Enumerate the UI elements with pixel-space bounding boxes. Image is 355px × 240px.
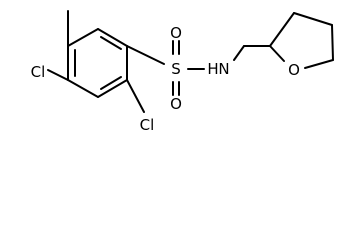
- atom-cl-bottom: Cl: [140, 116, 155, 134]
- bond-c-s: [126, 45, 165, 65]
- atom-nitrogen: N: [218, 60, 229, 78]
- structure-canvas: Cl Cl S O O N H O: [31, 10, 334, 134]
- bond-thf-5: [269, 45, 285, 62]
- bond-ring-2: [97, 28, 128, 47]
- bond-thf-1: [269, 12, 295, 47]
- tetrahydrofuran-ring: [269, 12, 334, 69]
- bond-c-cl-bottom: [126, 79, 145, 113]
- atom-hydrogen: H: [207, 60, 218, 78]
- bond-ring-2-inner: [100, 36, 122, 50]
- atom-ring-oxygen: O: [288, 61, 300, 79]
- bond-thf-4: [304, 59, 334, 69]
- atom-cl-top: Cl: [31, 63, 46, 81]
- bond-ring-4: [97, 79, 128, 98]
- bond-ring-4-inner: [100, 76, 122, 90]
- bond-ring-5: [67, 79, 99, 98]
- atom-oxygen-bottom: O: [170, 95, 182, 113]
- atom-sulfur: S: [171, 60, 181, 78]
- bond-ring-1: [67, 28, 99, 47]
- atom-oxygen-top: O: [170, 24, 182, 42]
- bond-c-cl-top: [47, 69, 69, 81]
- bond-thf-2: [293, 12, 333, 26]
- bond-n-ch2: [233, 45, 245, 61]
- molecule-diagram: Cl Cl S O O N H O: [31, 10, 334, 134]
- bond-thf-3: [331, 24, 334, 61]
- benzene-ring: [67, 28, 128, 98]
